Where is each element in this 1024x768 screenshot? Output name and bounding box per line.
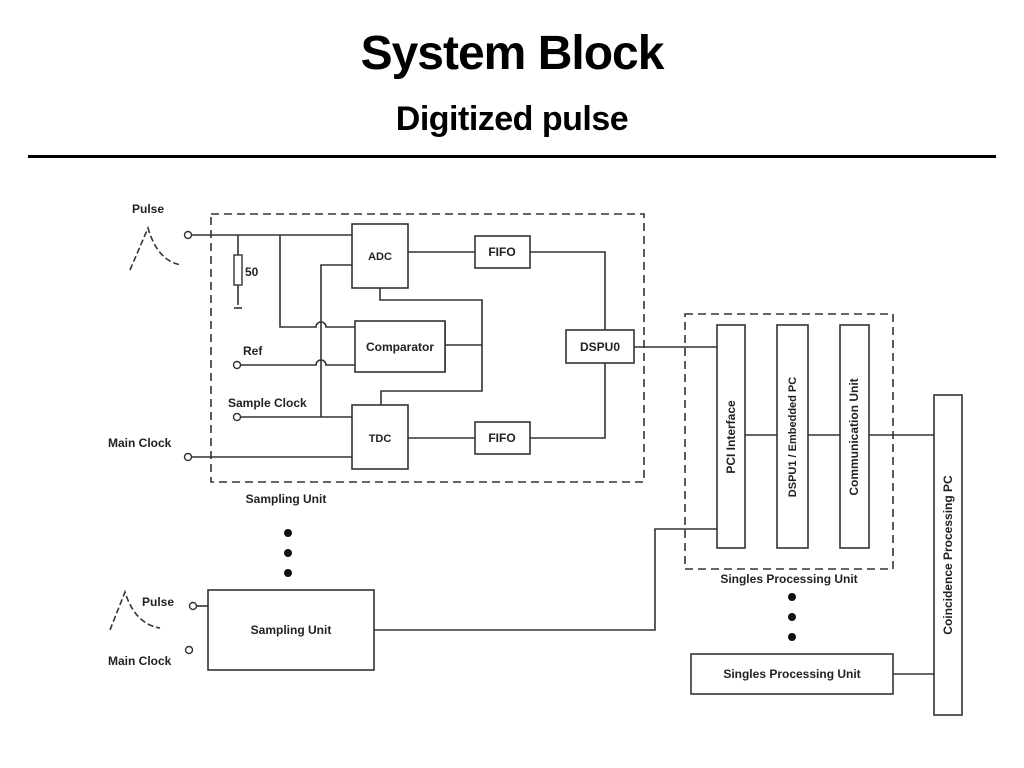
communication-unit-label: Communication Unit bbox=[847, 378, 861, 495]
ref-terminal bbox=[232, 360, 242, 370]
lower-singles-processing-unit-block bbox=[690, 653, 894, 695]
fifo-top-block bbox=[474, 235, 531, 269]
pulse-label: Pulse bbox=[132, 202, 164, 216]
title-divider bbox=[28, 155, 996, 158]
terminals bbox=[183, 230, 242, 655]
tdc-label: TDC bbox=[369, 433, 392, 445]
communication-unit-block bbox=[839, 324, 870, 549]
dot bbox=[284, 529, 292, 537]
comparator-block bbox=[354, 320, 446, 373]
dot bbox=[788, 613, 796, 621]
lower-sampling-unit-block bbox=[207, 589, 375, 671]
dspu0-block bbox=[565, 329, 635, 364]
dspu1-label: DSPU1 / Embedded PC bbox=[787, 377, 799, 497]
page-title: System Block bbox=[360, 27, 665, 80]
blocks bbox=[207, 223, 963, 716]
dot bbox=[284, 549, 292, 557]
wire-lower-sampling-to-pci bbox=[374, 528, 717, 631]
lower-singles-processing-unit-label: Singles Processing Unit bbox=[723, 667, 860, 681]
pci-interface-block bbox=[716, 324, 746, 549]
singles-processing-group-box bbox=[684, 313, 894, 570]
adc-label: ADC bbox=[368, 251, 392, 263]
wire-pulse-to-comparator bbox=[279, 235, 355, 328]
adc-block bbox=[351, 223, 409, 289]
sample-clock-label: Sample Clock bbox=[228, 396, 307, 410]
pci-interface-label: PCI Interface bbox=[724, 400, 738, 474]
dot bbox=[788, 593, 796, 601]
wires bbox=[109, 225, 934, 675]
wire-ref-to-comparator bbox=[240, 359, 355, 366]
coincidence-pc-label: Coincidence Processing PC bbox=[941, 475, 955, 635]
pulse-terminal bbox=[183, 230, 193, 240]
wire-sample-clock-to-adc bbox=[320, 264, 352, 417]
singles-processing-group-label: Singles Processing Unit bbox=[720, 572, 857, 586]
fifo-top-label: FIFO bbox=[488, 245, 515, 259]
dot bbox=[788, 633, 796, 641]
wire-comparator-output bbox=[444, 321, 482, 372]
fifo-bottom-label: FIFO bbox=[488, 431, 515, 445]
sampling-unit-group-box bbox=[210, 213, 645, 483]
ellipsis-dots bbox=[284, 529, 796, 641]
coincidence-pc-block bbox=[933, 394, 963, 716]
dspu0-label: DSPU0 bbox=[580, 340, 620, 354]
pulse-waveform-icon-lower bbox=[109, 589, 161, 631]
main-clock-terminal bbox=[183, 452, 193, 462]
lower-pulse-terminal bbox=[188, 601, 198, 611]
lower-pulse-label: Pulse bbox=[142, 595, 174, 609]
comparator-label: Comparator bbox=[366, 340, 434, 354]
resistor-label: 50 bbox=[245, 265, 259, 279]
resistor-icon bbox=[233, 254, 243, 286]
main-clock-label: Main Clock bbox=[108, 436, 172, 450]
dspu1-block bbox=[776, 324, 809, 549]
page-subtitle: Digitized pulse bbox=[395, 100, 629, 138]
lower-main-clock-label: Main Clock bbox=[108, 654, 172, 668]
lower-main-clock-terminal bbox=[184, 645, 194, 655]
ref-label: Ref bbox=[243, 344, 263, 358]
sampling-unit-group-label: Sampling Unit bbox=[246, 492, 327, 506]
tdc-block bbox=[351, 404, 409, 470]
fifo-bottom-block bbox=[474, 421, 531, 455]
sample-clock-terminal bbox=[232, 412, 242, 422]
lower-sampling-unit-label: Sampling Unit bbox=[251, 623, 332, 637]
pulse-waveform-icon bbox=[129, 225, 183, 271]
dot bbox=[284, 569, 292, 577]
